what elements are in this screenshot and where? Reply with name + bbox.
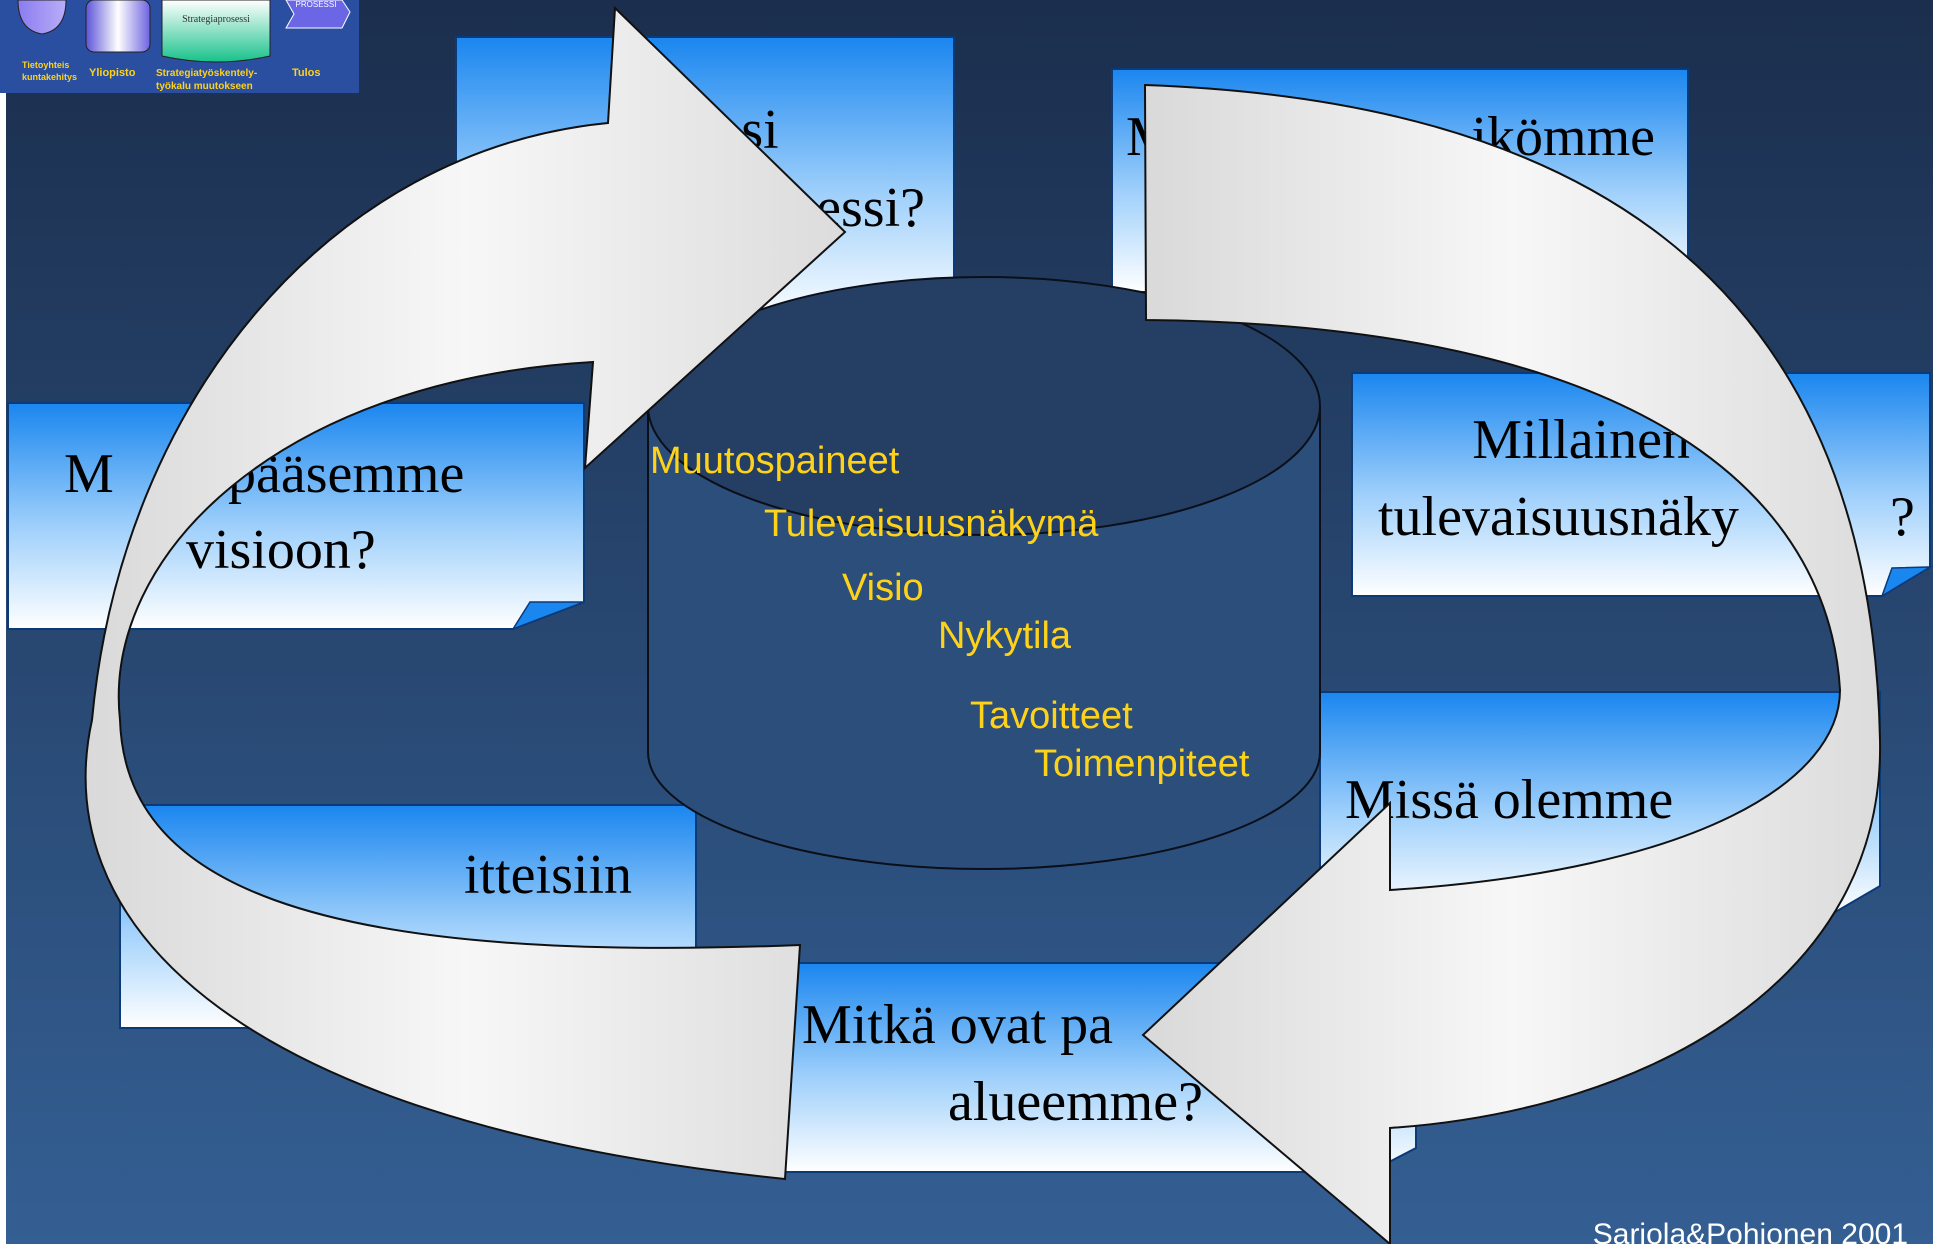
logo-caption: Tulos	[292, 67, 321, 79]
box-text: tulevaisuusnäky	[1378, 486, 1739, 548]
cylinder-item: Toimenpiteet	[1034, 743, 1250, 785]
logo: Strategiaprosessi PROSESSI Tietoyhteis k…	[0, 0, 359, 93]
box-text: Missä olemme	[1345, 769, 1673, 831]
cylinder-item: Visio	[842, 567, 924, 609]
logo-caption: Strategiatyöskentely-	[156, 68, 257, 79]
box-text: itteisiin	[464, 844, 632, 906]
box-text: alueemme?	[948, 1071, 1203, 1133]
cylinder-item: Tulevaisuusnäkymä	[764, 503, 1099, 545]
central-cylinder: Muutospaineet Tulevaisuusnäkymä Visio Ny…	[647, 276, 1321, 870]
logo-caption: Yliopisto	[89, 67, 136, 79]
logo-box-label: Strategiaprosessi	[182, 14, 250, 25]
cylinder-item: Muutospaineet	[650, 440, 900, 482]
logo-caption: kuntakehitys	[22, 72, 77, 82]
cylinder-item: Nykytila	[938, 615, 1072, 657]
box-text: ?	[1890, 486, 1915, 548]
cycle-arrow-top-left	[84, 5, 847, 1181]
cylinder-item: Tavoitteet	[970, 695, 1133, 737]
logo-cylinder-icon	[85, 0, 151, 53]
box-text: M	[64, 443, 114, 505]
cycle-arrow-bottom-right	[1141, 83, 1882, 1244]
logo-caption: työkalu muutokseen	[156, 81, 253, 92]
logo-oval-icon	[17, 0, 67, 35]
logo-process-box	[161, 0, 271, 63]
page-curl	[511, 601, 585, 631]
logo-arrow-icon	[285, 0, 351, 29]
page-curl	[1880, 566, 1933, 598]
box-text: visioon?	[186, 519, 376, 581]
logo-arrow-label: PROSESSI	[296, 0, 337, 9]
credit-text: Sariola&Pohjonen 2001	[1593, 1218, 1908, 1244]
logo-caption: Tietoyhteis	[22, 60, 69, 70]
box-text: Mitkä ovat pa	[802, 994, 1113, 1056]
